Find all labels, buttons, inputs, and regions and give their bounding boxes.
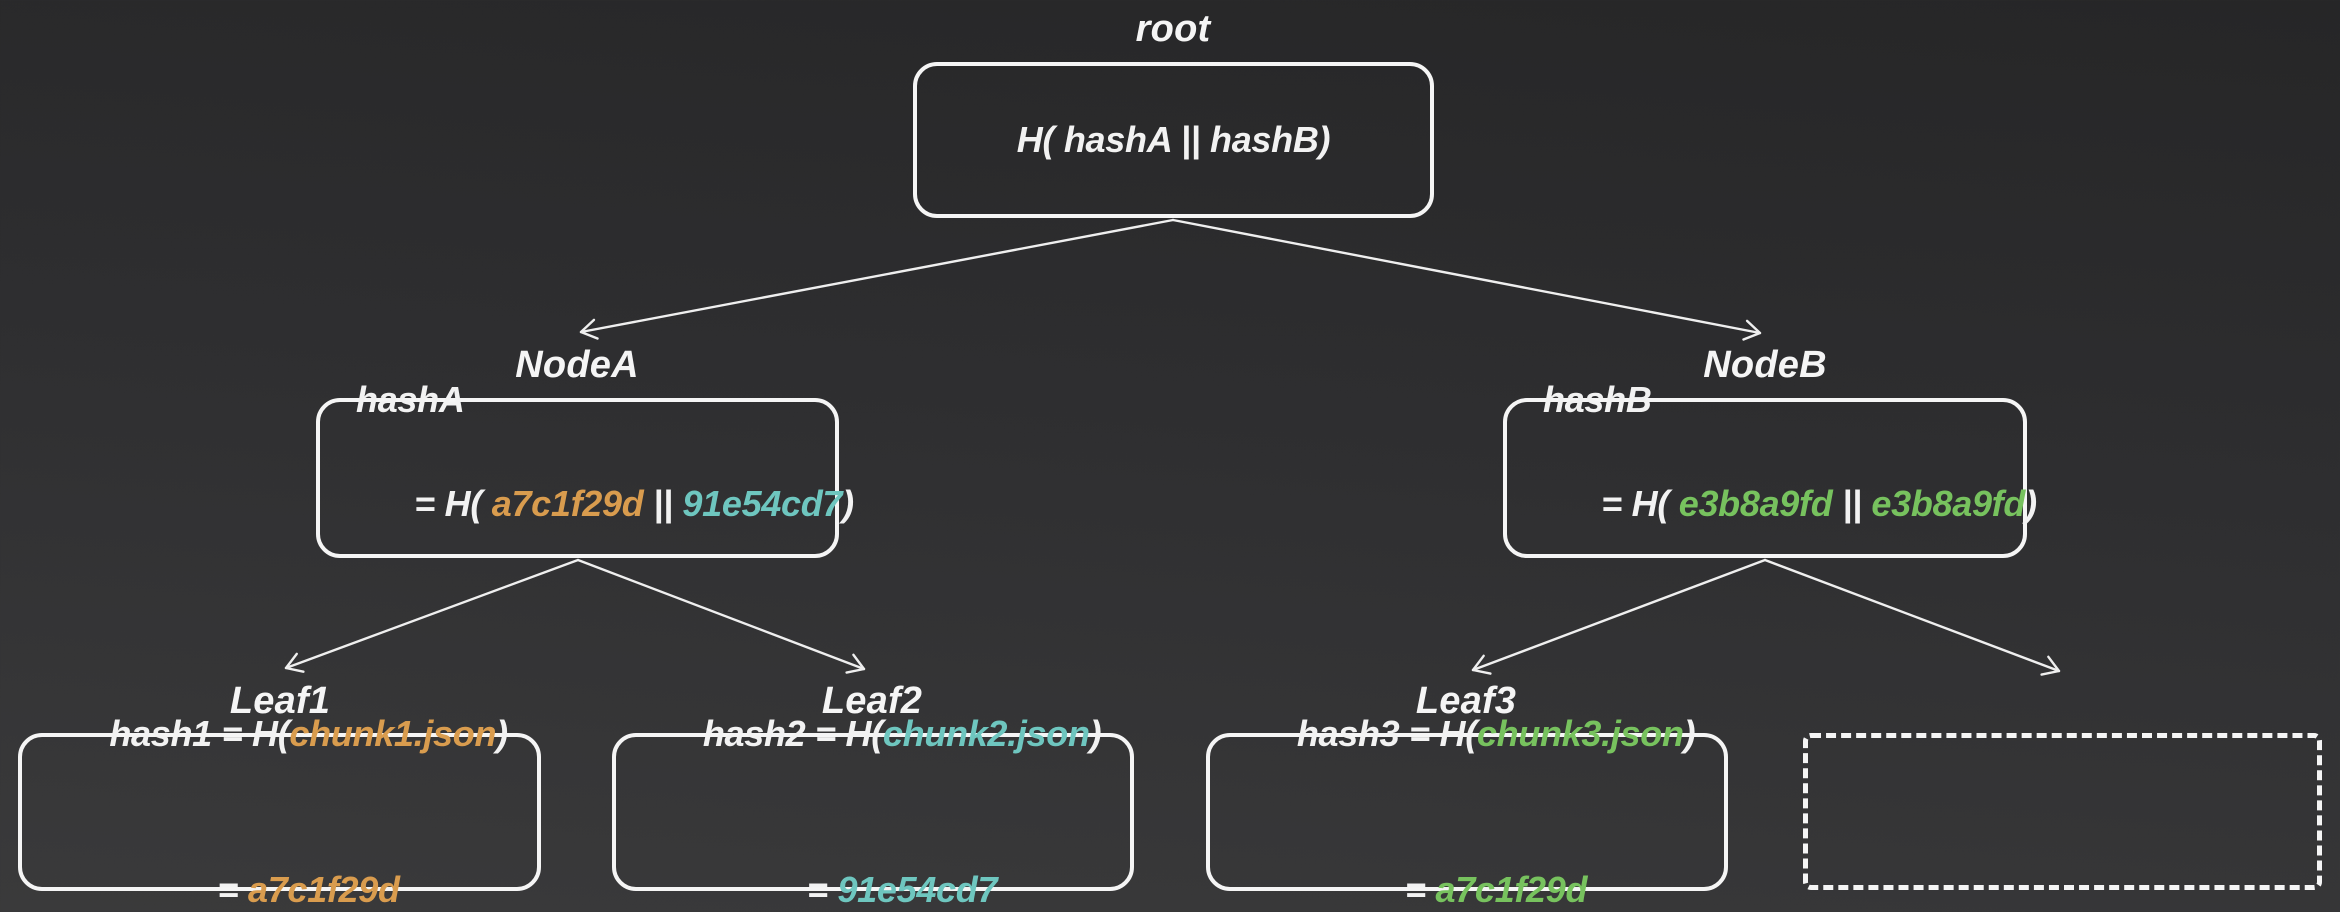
nodeb-hash-name: hashB	[1543, 379, 1652, 420]
nodeb-right-hash: e3b8a9fd	[1871, 483, 2026, 524]
leaf2-value-line: = 91e54cd7	[749, 812, 997, 912]
leaf1-equals: =	[217, 869, 248, 910]
leaf2-file: chunk2.json	[882, 713, 1090, 754]
leaf2-label: Leaf2	[821, 680, 923, 722]
edge-root-nodea	[579, 218, 1175, 340]
nodea-separator: ||	[643, 483, 683, 524]
nodea-right-hash: 91e54cd7	[682, 483, 843, 524]
leaf3-formula-prefix: hash3 = H(	[1296, 713, 1477, 754]
leaf3-formula: hash3 = H(chunk3.json)	[1239, 656, 1696, 812]
leaf3-label: Leaf3	[1415, 680, 1517, 722]
nodea-formula: = H( a7c1f29d || 91e54cd7)	[356, 426, 854, 582]
nodea-left-hash: a7c1f29d	[491, 483, 644, 524]
nodea-node-box: hashA = H( a7c1f29d || 91e54cd7)	[316, 379, 854, 558]
leaf2-formula: hash2 = H(chunk2.json)	[645, 656, 1102, 812]
placeholder-node-box	[1803, 733, 2322, 890]
leaf1-formula: hash1 = H(chunk1.json)	[51, 656, 508, 812]
nodea-label: NodeA	[515, 344, 639, 386]
nodeb-separator: ||	[1832, 483, 1872, 524]
leaf3-value-line: = a7c1f29d	[1347, 812, 1587, 912]
leaf2-value: 91e54cd7	[837, 869, 998, 910]
leaf1-label: Leaf1	[229, 680, 331, 722]
leaf3-file: chunk3.json	[1476, 713, 1684, 754]
nodea-formula-suffix: )	[842, 483, 854, 524]
leaf3-equals: =	[1405, 869, 1436, 910]
nodea-hash-name: hashA	[356, 379, 465, 420]
nodeb-formula: = H( e3b8a9fd || e3b8a9fd)	[1543, 426, 2037, 582]
leaf3-formula-suffix: )	[1683, 713, 1696, 754]
leaf3-node-box: hash3 = H(chunk3.json) = a7c1f29d	[1206, 713, 1728, 910]
leaf1-value-line: = a7c1f29d	[159, 812, 400, 912]
nodeb-node-box: hashB = H( e3b8a9fd || e3b8a9fd)	[1503, 379, 2037, 558]
root-formula: H( hashA || hashB)	[1016, 119, 1331, 160]
leaf2-formula-prefix: hash2 = H(	[702, 713, 883, 754]
leaf2-formula-suffix: )	[1089, 713, 1102, 754]
nodea-formula-prefix: = H(	[414, 483, 492, 524]
leaf2-equals: =	[807, 869, 838, 910]
edge-root-nodeb	[1171, 218, 1762, 341]
nodeb-left-hash: e3b8a9fd	[1678, 483, 1833, 524]
root-label: root	[1135, 8, 1211, 50]
nodeb-label: NodeB	[1703, 344, 1827, 386]
root-node-box: H( hashA || hashB)	[913, 62, 1434, 218]
leaf1-formula-prefix: hash1 = H(	[109, 713, 290, 754]
nodeb-formula-prefix: = H(	[1601, 483, 1679, 524]
leaf1-value: a7c1f29d	[247, 869, 400, 910]
leaf1-formula-suffix: )	[496, 713, 508, 754]
leaf3-value: a7c1f29d	[1435, 869, 1588, 910]
leaf2-node-box: hash2 = H(chunk2.json) = 91e54cd7	[612, 713, 1134, 910]
nodeb-formula-suffix: )	[2025, 483, 2037, 524]
leaf1-file: chunk1.json	[289, 713, 497, 754]
leaf1-node-box: hash1 = H(chunk1.json) = a7c1f29d	[18, 713, 541, 910]
